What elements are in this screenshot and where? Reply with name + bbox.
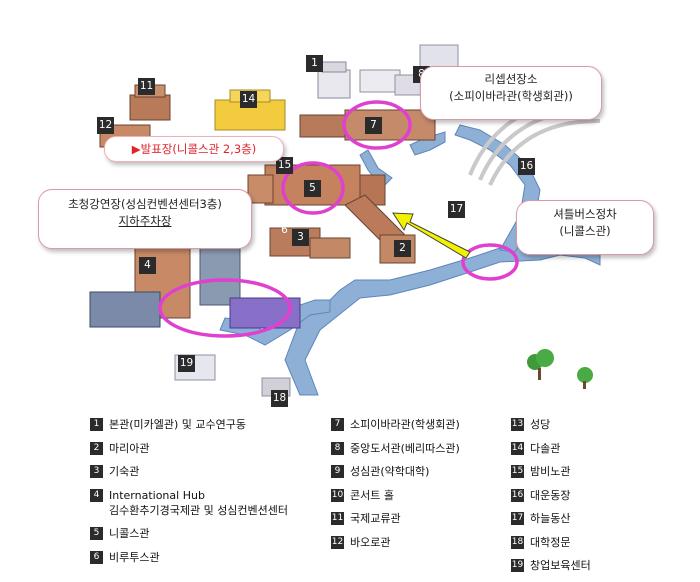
legend-item: 13 성당 bbox=[511, 417, 591, 432]
legend-text: 대운동장 bbox=[530, 488, 571, 502]
callout-invited-line1: 초청강연장(성심컨벤션센터3층) bbox=[68, 197, 222, 211]
legend-item: 1 본관(미카엘관) 및 교수연구동 bbox=[90, 417, 288, 432]
legend-num: 16 bbox=[511, 488, 524, 502]
marker-14: 14 bbox=[240, 91, 257, 108]
legend-num: 5 bbox=[90, 527, 103, 540]
legend-item: 17 하늘동산 bbox=[511, 511, 591, 526]
direction-arrow bbox=[392, 212, 471, 259]
legend-text: 중앙도서관(베리따스관) bbox=[350, 441, 460, 455]
marker-5: 5 bbox=[304, 180, 321, 197]
marker-17: 17 bbox=[448, 201, 465, 218]
marker-19: 19 bbox=[178, 355, 195, 372]
legend-text: 소피이바라관(학생회관) bbox=[350, 418, 460, 431]
legend-text: 바오로관 bbox=[350, 535, 391, 549]
legend-item: 15 밤비노관 bbox=[511, 464, 591, 479]
legend-item: 3 기숙관 bbox=[90, 464, 288, 479]
legend-text: 기숙관 bbox=[109, 465, 140, 478]
legend-num: 6 bbox=[90, 550, 103, 564]
legend-text: 성심관(약학대학) bbox=[350, 465, 430, 478]
legend-item: 16 대운동장 bbox=[511, 488, 591, 503]
callout-shuttle-line1: 셔틀버스정차 bbox=[553, 207, 617, 221]
legend-item: 14 다솔관 bbox=[511, 441, 591, 456]
legend-num: 15 bbox=[511, 465, 524, 478]
callout-presentation-label: ▶발표장(니콜스관 2,3층) bbox=[131, 142, 257, 156]
legend-num: 13 bbox=[511, 418, 524, 431]
legend-num: 2 bbox=[90, 441, 103, 455]
marker-6: 6 bbox=[281, 224, 288, 236]
legend-col-3: 13 성당 14 다솔관 15 밤비노관 16 대운동장 17 하늘동산 18 대학정문 1… bbox=[511, 417, 591, 582]
legend-num: 8 bbox=[331, 441, 344, 455]
marker-12: 12 bbox=[97, 117, 114, 134]
legend-item: 19 창업보육센터 bbox=[511, 558, 591, 573]
callout-reception-line2: (소피이바라관(학생회관)) bbox=[449, 89, 573, 103]
legend-text: 본관(미카엘관) 및 교수연구동 bbox=[109, 418, 247, 431]
marker-16: 16 bbox=[518, 158, 535, 175]
marker-3: 3 bbox=[292, 229, 309, 246]
legend-item: 11 국제교류관 bbox=[331, 511, 460, 526]
marker-7: 7 bbox=[365, 117, 382, 134]
callout-shuttle-line2: (니콜스관) bbox=[559, 224, 611, 238]
legend-num: 1 bbox=[90, 418, 103, 431]
legend-item: 7 소피이바라관(학생회관) bbox=[331, 417, 460, 432]
legend-num: 3 bbox=[90, 465, 103, 478]
legend-item: 5 니콜스관 bbox=[90, 526, 288, 541]
marker-1: 1 bbox=[306, 55, 323, 72]
legend-text: 창업보육센터 bbox=[530, 559, 591, 572]
callout-presentation: ▶발표장(니콜스관 2,3층) bbox=[104, 136, 284, 162]
legend-text: 대학정문 bbox=[530, 535, 571, 549]
legend-item: 10 콘서트 홀 bbox=[331, 488, 460, 503]
marker-4: 4 bbox=[139, 257, 156, 274]
legend-num: 4 bbox=[90, 488, 103, 502]
marker-2: 2 bbox=[394, 240, 411, 257]
marker-18: 18 bbox=[271, 390, 288, 407]
legend-text: 다솔관 bbox=[530, 441, 561, 455]
marker-15: 15 bbox=[276, 157, 293, 174]
legend-num: 19 bbox=[511, 559, 524, 572]
legend-num: 11 bbox=[331, 512, 344, 525]
legend-text: 국제교류관 bbox=[350, 512, 401, 525]
legend-num: 12 bbox=[331, 535, 344, 549]
legend-item: 9 성심관(약학대학) bbox=[331, 464, 460, 479]
legend-num: 17 bbox=[511, 512, 524, 525]
highlight-circles bbox=[158, 100, 519, 338]
legend-item: 12 바오로관 bbox=[331, 535, 460, 550]
callout-reception-line1: 리셉션장소 bbox=[484, 72, 538, 86]
legend-text-line2: 김수환추기경국제관 및 성심컨벤션센터 bbox=[109, 503, 289, 517]
legend-num: 14 bbox=[511, 441, 524, 455]
trees bbox=[527, 349, 593, 389]
callout-shuttle: 셔틀버스정차 (니콜스관) bbox=[516, 200, 654, 255]
legend-text: 니콜스관 bbox=[109, 527, 150, 540]
legend-col-2: 7 소피이바라관(학생회관) 8 중앙도서관(베리따스관) 9 성심관(약학대학) 1… bbox=[331, 417, 460, 558]
legend-text: 비루투스관 bbox=[109, 550, 160, 564]
marker-11: 11 bbox=[138, 78, 155, 95]
legend-text: 성당 bbox=[530, 418, 551, 431]
callout-reception: 리셉션장소 (소피이바라관(학생회관)) bbox=[420, 66, 602, 120]
legend-text-line1: International Hub bbox=[109, 488, 205, 502]
legend-num: 7 bbox=[331, 418, 344, 431]
legend-num: 10 bbox=[331, 488, 344, 502]
legend-num: 9 bbox=[331, 465, 344, 478]
legend-col-1: 1 본관(미카엘관) 및 교수연구동 2 마리아관 3 기숙관 4 Internatio… bbox=[90, 417, 288, 573]
legend-item: 18 대학정문 bbox=[511, 535, 591, 550]
callout-invited-lecture: 초청강연장(성심컨벤션센터3층) 지하주차장 bbox=[38, 189, 252, 249]
legend-text: 마리아관 bbox=[109, 441, 150, 455]
legend-text: 하늘동산 bbox=[530, 512, 571, 525]
callout-invited-line2: 지하주차장 bbox=[118, 214, 172, 228]
legend-item: 8 중앙도서관(베리따스관) bbox=[331, 441, 460, 456]
legend-item: 2 마리아관 bbox=[90, 441, 288, 456]
legend-num: 18 bbox=[511, 535, 524, 549]
legend-text: 밤비노관 bbox=[530, 465, 571, 478]
legend-text: 콘서트 홀 bbox=[350, 488, 394, 502]
legend-item: 6 비루투스관 bbox=[90, 550, 288, 565]
